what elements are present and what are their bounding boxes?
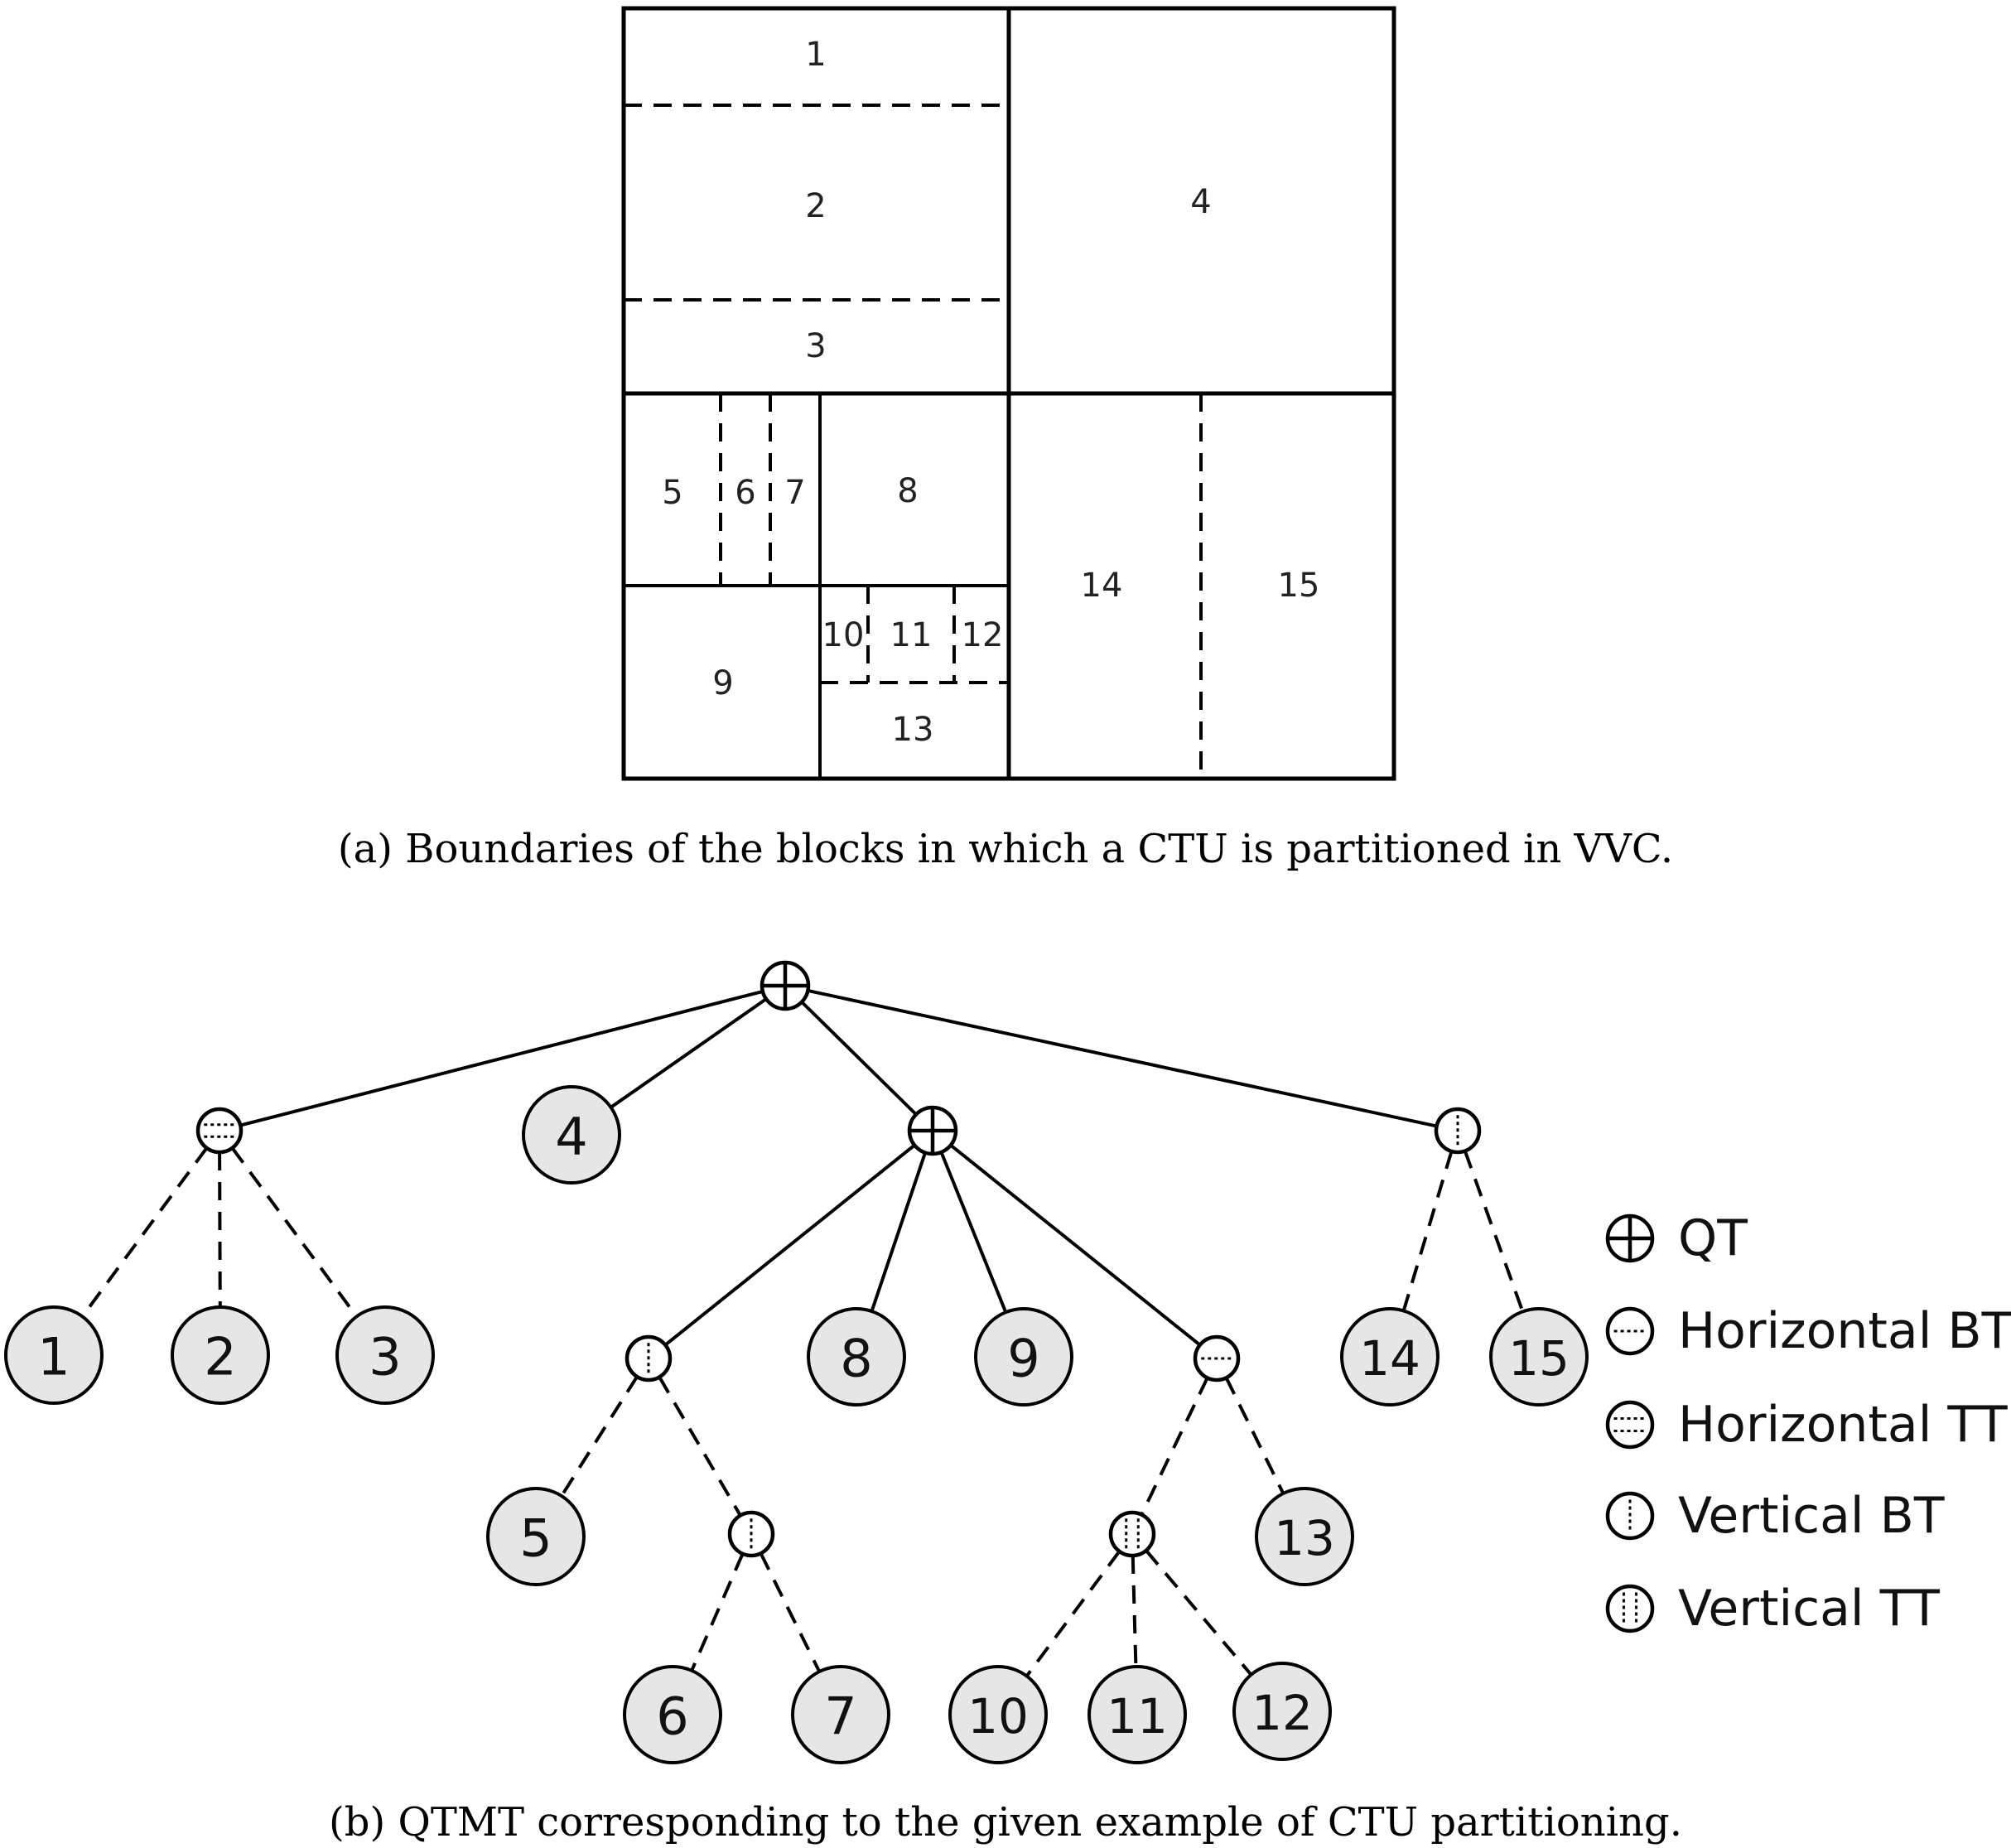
block-label-15: 15 bbox=[1278, 567, 1320, 605]
edge-s5-L5 bbox=[560, 1375, 639, 1498]
leaf-node-5: 5 bbox=[486, 1487, 586, 1586]
block-label-4: 4 bbox=[1190, 183, 1211, 221]
leaf-node-1: 1 bbox=[4, 1305, 104, 1405]
leaf-label-15: 15 bbox=[1508, 1330, 1570, 1387]
leaf-node-14: 14 bbox=[1340, 1307, 1440, 1407]
tree-edges bbox=[80, 988, 1525, 1677]
edge-bl-s5 bbox=[664, 1143, 916, 1347]
block-label-10: 10 bbox=[822, 616, 865, 654]
legend-label-vtt: Vertical TT bbox=[1678, 1580, 1940, 1638]
legend-label-QT: QT bbox=[1678, 1209, 1748, 1267]
leaf-label-9: 9 bbox=[1007, 1329, 1039, 1389]
block-label-5: 5 bbox=[662, 474, 682, 512]
legend-symbol-vtt bbox=[1605, 1584, 1655, 1633]
split-node-s13 bbox=[1193, 1334, 1241, 1382]
leaf-label-6: 6 bbox=[656, 1686, 688, 1747]
edge-tl-L1 bbox=[80, 1146, 209, 1318]
edge-s67-L6 bbox=[690, 1553, 745, 1672]
legend-symbol-htt bbox=[1605, 1400, 1655, 1450]
leaf-node-12: 12 bbox=[1232, 1662, 1332, 1761]
legend-symbol-hbt bbox=[1605, 1306, 1655, 1356]
leaf-node-9: 9 bbox=[974, 1307, 1073, 1407]
edge-tl-L2 bbox=[218, 1151, 222, 1308]
leaf-label-1: 1 bbox=[37, 1327, 70, 1387]
split-node-tl bbox=[195, 1107, 244, 1155]
leaf-node-10: 10 bbox=[948, 1665, 1048, 1764]
block-label-2: 2 bbox=[805, 187, 826, 225]
leaf-label-7: 7 bbox=[824, 1686, 856, 1747]
ctu-partition-grid bbox=[621, 6, 1396, 781]
leaf-node-8: 8 bbox=[807, 1307, 906, 1407]
edge-tl-L3 bbox=[230, 1146, 359, 1318]
leaf-node-6: 6 bbox=[623, 1665, 722, 1764]
legend-label-vbt: Vertical BT bbox=[1678, 1487, 1945, 1545]
block-label-14: 14 bbox=[1081, 567, 1123, 605]
split-node-br bbox=[1434, 1107, 1482, 1155]
edge-s1012-L11 bbox=[1131, 1555, 1138, 1667]
leaf-label-3: 3 bbox=[369, 1327, 401, 1387]
legend-label-htt: Horizontal TT bbox=[1678, 1396, 2008, 1454]
edge-s1012-L10 bbox=[1025, 1550, 1121, 1677]
block-label-13: 13 bbox=[892, 711, 934, 749]
edge-root-L4 bbox=[610, 997, 768, 1109]
block-label-3: 3 bbox=[805, 327, 826, 365]
edge-bl-s13 bbox=[949, 1143, 1201, 1347]
leaf-node-13: 13 bbox=[1255, 1487, 1354, 1586]
edge-root-tl bbox=[239, 990, 764, 1127]
split-node-bl bbox=[907, 1105, 958, 1156]
leaf-label-11: 11 bbox=[1107, 1688, 1168, 1744]
block-label-7: 7 bbox=[784, 474, 805, 512]
split-node-s67 bbox=[727, 1510, 775, 1558]
edge-s13-L13 bbox=[1224, 1377, 1285, 1494]
leaf-node-7: 7 bbox=[791, 1665, 890, 1764]
split-node-root bbox=[760, 960, 811, 1011]
legend-label-hbt: Horizontal BT bbox=[1678, 1302, 2011, 1360]
leaf-label-10: 10 bbox=[967, 1688, 1029, 1744]
legend: QT Horizontal BT Horizontal TT Vertical BT V… bbox=[1605, 1209, 2011, 1638]
edge-s67-L7 bbox=[759, 1552, 822, 1672]
edge-root-bl bbox=[800, 1001, 918, 1116]
leaf-label-2: 2 bbox=[204, 1327, 236, 1387]
leaf-label-8: 8 bbox=[840, 1329, 872, 1389]
block-label-9: 9 bbox=[712, 664, 733, 702]
caption-a: (a) Boundaries of the blocks in which a … bbox=[338, 826, 1673, 872]
edge-bl-L9 bbox=[939, 1151, 1008, 1313]
leaf-label-5: 5 bbox=[519, 1508, 552, 1569]
split-node-s5 bbox=[625, 1334, 673, 1382]
block-label-8: 8 bbox=[897, 472, 918, 510]
edge-bl-L8 bbox=[870, 1151, 927, 1312]
block-label-1: 1 bbox=[805, 36, 826, 74]
edge-root-br bbox=[807, 988, 1438, 1128]
legend-symbol-QT bbox=[1605, 1214, 1655, 1263]
legend-symbol-vbt bbox=[1605, 1491, 1655, 1541]
leaf-node-15: 15 bbox=[1489, 1307, 1589, 1407]
caption-b: (b) QTMT corresponding to the given exam… bbox=[329, 1799, 1682, 1846]
edge-br-L14 bbox=[1401, 1151, 1454, 1312]
edge-s13-s1012 bbox=[1140, 1377, 1209, 1516]
leaf-node-2: 2 bbox=[171, 1305, 270, 1405]
edge-s1012-L12 bbox=[1145, 1549, 1253, 1677]
edge-s5-s67 bbox=[658, 1376, 742, 1517]
block-label-6: 6 bbox=[735, 474, 755, 512]
block-label-12: 12 bbox=[962, 616, 1004, 654]
leaf-label-14: 14 bbox=[1359, 1330, 1420, 1387]
leaf-label-13: 13 bbox=[1274, 1510, 1335, 1566]
leaf-node-11: 11 bbox=[1087, 1665, 1187, 1764]
leaf-node-4: 4 bbox=[522, 1085, 621, 1185]
leaf-node-3: 3 bbox=[335, 1305, 435, 1405]
leaf-label-4: 4 bbox=[555, 1107, 587, 1167]
block-label-11: 11 bbox=[890, 616, 933, 654]
split-node-s1012 bbox=[1108, 1510, 1156, 1558]
edge-br-L15 bbox=[1463, 1150, 1525, 1313]
leaf-label-12: 12 bbox=[1251, 1685, 1313, 1741]
